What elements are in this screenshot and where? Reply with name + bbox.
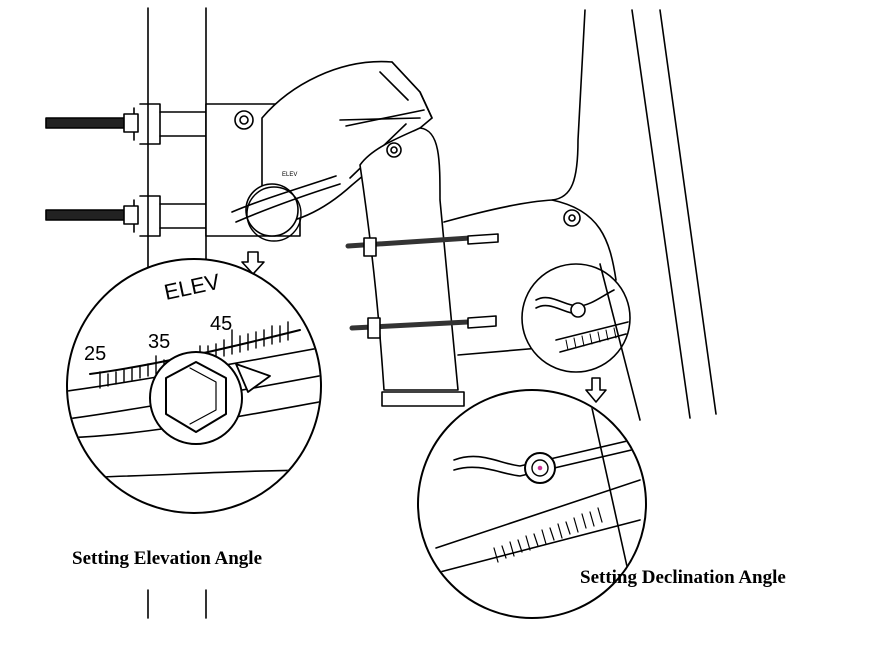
dish-bracket (443, 9, 617, 356)
tick-label-35: 35 (148, 331, 170, 353)
dish-rim (631, 9, 717, 419)
declination-ticks (493, 507, 603, 563)
tick-label-25: 25 (84, 343, 106, 365)
caption-elevation: Setting Elevation Angle (72, 548, 263, 569)
u-bolt-lower (45, 195, 207, 237)
arrow-elevation (241, 251, 265, 275)
arrow-declination (585, 377, 607, 403)
elevation-magnifier: 25 35 45 ELEV (66, 258, 322, 514)
elevation-detail-marker (246, 186, 302, 242)
elevation-head: ELEV (231, 60, 433, 237)
adjustment-rod-lower (349, 315, 497, 339)
support-arm (359, 127, 465, 407)
center-dot (537, 465, 543, 471)
declination-magnifier (417, 389, 647, 619)
hex-bolt (149, 351, 243, 445)
caption-declination: Setting Declination Angle (580, 567, 786, 588)
svg-text:ELEV: ELEV (282, 172, 297, 178)
pointer-indicator (235, 363, 271, 393)
declination-detail-small (521, 263, 641, 421)
tick-label-45: 45 (210, 313, 232, 335)
u-bolt-upper (45, 103, 207, 145)
adjustment-rod-upper (345, 233, 499, 257)
